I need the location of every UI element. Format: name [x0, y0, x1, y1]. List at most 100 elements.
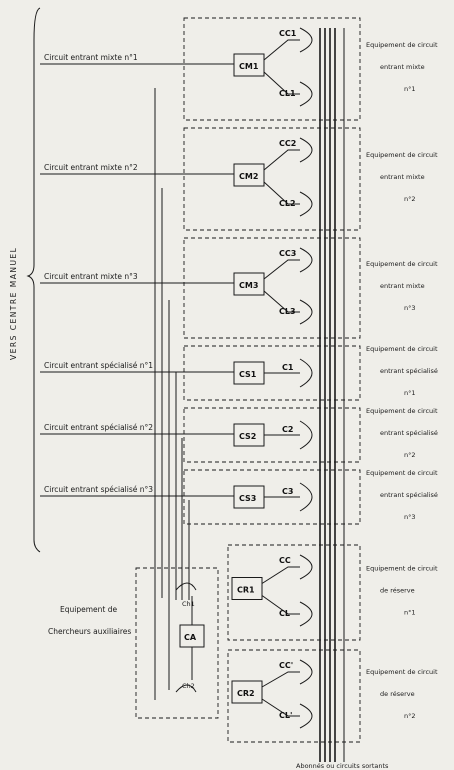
input-circuit-label: Circuit entrant spécialisé n°3: [44, 485, 153, 494]
aux-group-label-line2: Chercheurs auxiliaires: [48, 627, 131, 636]
top-contact-line: [261, 671, 300, 688]
relay-box-label: CR1: [237, 586, 255, 595]
bottom-contact-label: CL: [279, 609, 290, 618]
left-brace: [26, 7, 41, 553]
relay-box-label: CS2: [239, 432, 256, 441]
top-contact-line: [261, 566, 300, 584]
equipment-box: [227, 544, 361, 641]
top-contact-line: [263, 149, 300, 171]
bottom-contact-label: CL': [279, 711, 292, 720]
relay-box: [233, 163, 265, 187]
equipment-row-5: CS2 Circuit entrant spécialisé n°2 C2 Equip…: [40, 407, 438, 463]
input-circuit-label: Circuit entrant spécialisé n°1: [44, 361, 153, 370]
equipment-box: [183, 17, 361, 121]
equipment-label-line-3: n°2: [404, 451, 416, 459]
bottom-label: Abonnés ou circuits sortants: [296, 762, 389, 770]
input-circuit-label: Circuit entrant mixte n°1: [44, 53, 138, 62]
top-contact-arc: [299, 247, 313, 273]
input-circuit-label: Circuit entrant spécialisé n°2: [44, 423, 153, 432]
relay-box-label: CM1: [239, 62, 259, 71]
equipment-box: [183, 345, 361, 401]
equipment-box: [183, 407, 361, 463]
bottom-contact-line: [263, 71, 300, 95]
equipment-box: [183, 237, 361, 339]
equipment-label-line-3: n°3: [404, 304, 416, 312]
top-contact-label: CC2: [279, 139, 296, 148]
equipment-label-line-1: Equipement de circuit: [366, 469, 438, 477]
equipment-box: [183, 469, 361, 525]
relay-box: [233, 272, 265, 296]
ch1-label: Ch1: [182, 600, 195, 608]
relay-box-label: CS3: [239, 494, 256, 503]
aux-group-box: [135, 567, 219, 719]
equipment-label-line-3: n°1: [404, 85, 416, 93]
bottom-contact-label: CL1: [279, 89, 296, 98]
bottom-contact-line: [263, 290, 300, 313]
bottom-contact-arc: [299, 191, 313, 217]
top-contact-label: CC': [279, 661, 293, 670]
relay-box: [233, 53, 265, 77]
top-contact-arc: [299, 27, 313, 53]
equipment-label-line-2: entrant mixte: [380, 282, 425, 290]
equipment-label-line-3: n°2: [404, 712, 416, 720]
bottom-contact-line: [261, 595, 300, 615]
equipment-box: [183, 127, 361, 231]
equipment-label-line-2: de réserve: [380, 690, 415, 698]
equipment-row-7: CR1 CC CL Equipement de circuit de réserve n°…: [227, 544, 438, 641]
bottom-contact-arc: [299, 299, 313, 325]
bottom-contact-arc: [299, 703, 313, 729]
bottom-contact-line: [263, 181, 300, 205]
top-contact-line: [263, 259, 300, 280]
ch2-label: Ch2: [182, 682, 195, 690]
vertical-bus: [319, 28, 345, 762]
relay-box: [231, 577, 263, 600]
bottom-contact-label: CL2: [279, 199, 296, 208]
relay-box-label: CS1: [239, 370, 257, 379]
contact-label: C1: [282, 363, 294, 372]
top-contact-label: CC: [279, 556, 291, 565]
contact-label: C2: [282, 425, 293, 434]
relay-box-label: CM3: [239, 281, 258, 290]
aux-group-label-line1: Equipement de: [60, 605, 117, 614]
equipment-box: [227, 649, 361, 743]
equipment-label-line-1: Equipement de circuit: [366, 151, 438, 159]
ca-label: CA: [184, 633, 197, 642]
contact-arc: [299, 420, 313, 450]
equipment-label-line-3: n°3: [404, 513, 416, 521]
equipment-label-line-2: entrant mixte: [380, 63, 425, 71]
bottom-contact-label: CL3: [279, 307, 296, 316]
equipment-label-line-3: n°1: [404, 389, 416, 397]
equipment-label-line-1: Equipement de circuit: [366, 407, 438, 415]
equipment-label-line-2: entrant spécialisé: [380, 367, 438, 375]
ch2-contact: [175, 684, 197, 693]
equipment-label-line-1: Equipement de circuit: [366, 345, 438, 353]
top-contact-line: [263, 39, 300, 61]
ch1-contact: [175, 582, 197, 591]
relay-box-label: CR2: [237, 689, 255, 698]
bottom-contact-arc: [299, 601, 313, 627]
equipment-label-line-2: entrant mixte: [380, 173, 425, 181]
top-contact-arc: [299, 137, 313, 163]
equipment-label-line-2: entrant spécialisé: [380, 491, 438, 499]
top-contact-arc: [299, 659, 313, 685]
equipment-label-line-2: entrant spécialisé: [380, 429, 438, 437]
relay-box: [231, 680, 263, 704]
top-contact-label: CC3: [279, 249, 296, 258]
input-circuit-label: Circuit entrant mixte n°3: [44, 272, 138, 281]
equipment-label-line-3: n°1: [404, 609, 416, 617]
input-circuit-label: Circuit entrant mixte n°2: [44, 163, 138, 172]
contact-arc: [299, 482, 313, 512]
equipment-label-line-1: Equipement de circuit: [366, 668, 438, 676]
equipment-label-line-1: Equipement de circuit: [366, 260, 438, 268]
feeder-lines: [154, 88, 190, 700]
bottom-contact-line: [261, 698, 300, 717]
equipment-label-line-1: Equipement de circuit: [366, 565, 438, 573]
equipment-label-line-2: de réserve: [380, 587, 415, 595]
